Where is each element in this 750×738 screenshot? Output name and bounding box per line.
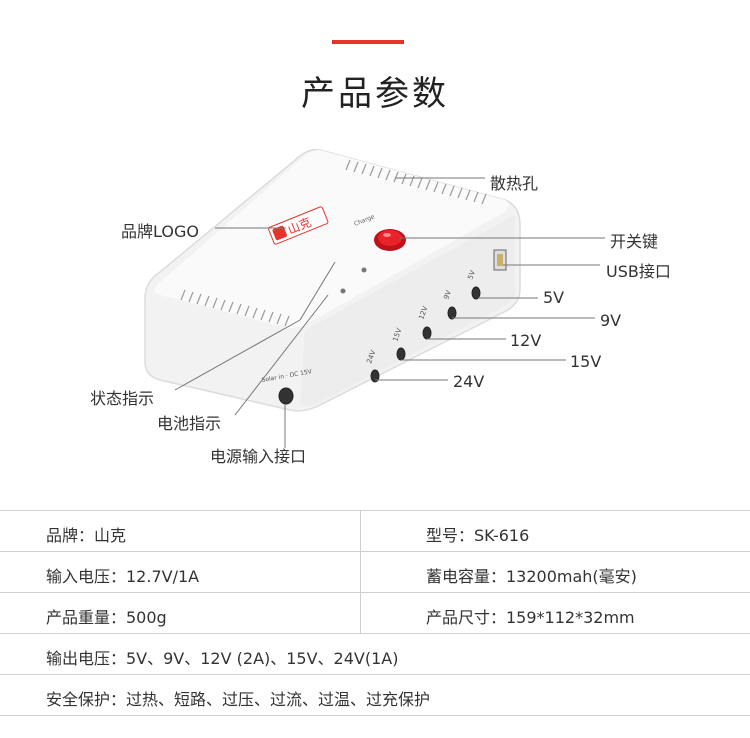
spec-row-1 [0, 510, 750, 551]
status-led [361, 267, 367, 273]
device-illustration: 山克 Charge 5V 9V [144, 148, 605, 448]
callout-usb: USB接口 [606, 262, 671, 281]
spec-input-voltage: 输入电压：12.7V/1A [46, 567, 200, 586]
device-top-face [154, 150, 509, 329]
spec-row-5 [0, 674, 750, 716]
port-15v[interactable] [396, 347, 406, 361]
spec-column-divider [360, 510, 361, 633]
spec-row-2 [0, 551, 750, 592]
spec-row-3 [0, 592, 750, 633]
callout-switch: 开关键 [610, 232, 659, 251]
port-5v[interactable] [471, 286, 481, 300]
brand-logo: 山克 [268, 206, 329, 245]
vent-slots-bottom [180, 289, 290, 327]
spec-model: 型号：SK-616 [426, 526, 530, 545]
callout-battery: 电池指示 [157, 414, 222, 433]
callout-status: 状态指示 [90, 389, 155, 408]
power-input-port[interactable] [278, 387, 294, 405]
callout-15v: 15V [570, 352, 602, 371]
usb-port[interactable] [493, 249, 507, 271]
dc-ports [278, 286, 481, 405]
port-label-5v: 5V [466, 269, 477, 281]
battery-led [340, 288, 346, 294]
port-9v[interactable] [447, 306, 457, 320]
product-figure: 山克 Charge 5V 9V [0, 130, 750, 500]
callout-12v: 12V [510, 331, 542, 350]
spec-output-voltage: 输出电压：5V、9V、12V (2A)、15V、24V(1A) [46, 649, 399, 668]
port-12v[interactable] [422, 326, 432, 340]
callout-5v: 5V [543, 288, 565, 307]
port-label-9v: 9V [442, 289, 453, 301]
spec-row-4 [0, 633, 750, 674]
page-title: 产品参数 [301, 74, 449, 114]
power-switch[interactable] [374, 229, 406, 251]
callout-lines [174, 177, 605, 448]
callout-vents: 散热孔 [490, 174, 539, 193]
callout-power-in: 电源输入接口 [210, 447, 307, 466]
callout-24v: 24V [453, 372, 485, 391]
spec-capacity: 蓄电容量：13200mah(毫安) [426, 567, 637, 586]
callout-logo: 品牌LOGO [121, 222, 199, 241]
spec-brand: 品牌：山克 [46, 526, 127, 545]
spec-weight: 产品重量：500g [46, 608, 167, 627]
accent-bar [332, 40, 404, 44]
spec-protection: 安全保护：过热、短路、过压、过流、过温、过充保护 [46, 690, 431, 709]
device-front-face [300, 215, 515, 406]
spec-size: 产品尺寸：159*112*32mm [426, 608, 635, 627]
callout-9v: 9V [600, 311, 622, 330]
port-24v[interactable] [370, 369, 380, 383]
